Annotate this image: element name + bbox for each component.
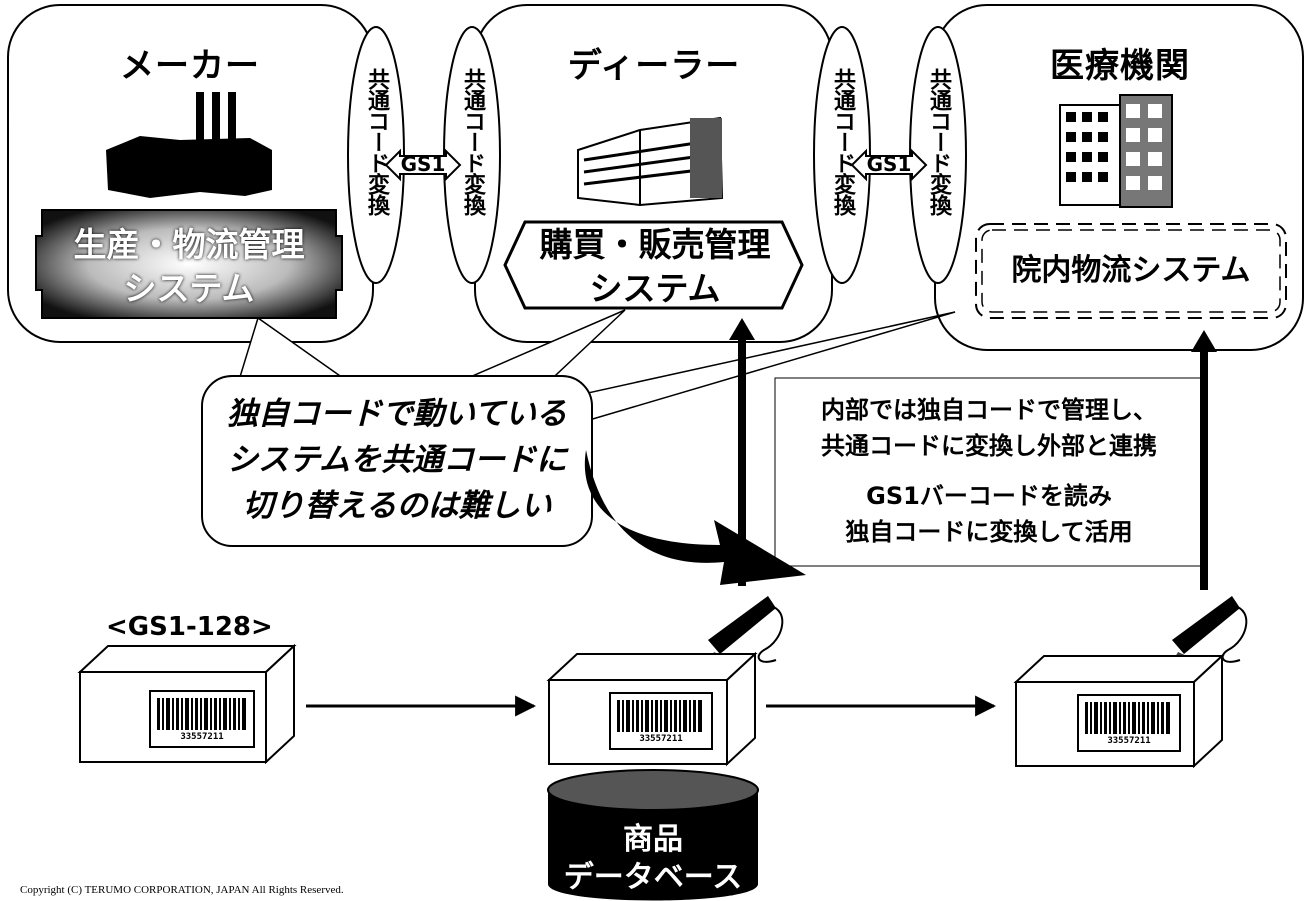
hospital-title: 医療機関 [1050,46,1190,86]
note-line2: 共通コードに変換し外部と連携 [821,432,1157,460]
up-arrow-hospital [1191,330,1217,590]
curved-arrow [584,450,806,585]
hospital-system-label: 院内物流システム [1011,253,1251,288]
note-box [774,377,1204,567]
copyright-text: Copyright (C) TERUMO CORPORATION, JAPAN … [20,884,344,896]
converter-label-2: 共通コード変換 [460,68,485,215]
database-cylinder [547,769,759,901]
hospital-system-box [975,223,1287,319]
hospital-building-icon [1059,94,1173,208]
callout-line3: 切り替えるのは難しい [242,488,552,524]
gs1-label-2: GS1 [866,152,912,176]
callout-line1: 独自コードで動いている [226,396,568,432]
dealer-system-box [503,220,804,310]
barcode-number-1: 33557211 [180,732,224,742]
database-line2: データベース [563,860,743,895]
barcode-type-label: <GS1-128> [106,612,273,642]
maker-system-line1: 生産・物流管理 [73,225,305,264]
database-line1: 商品 [623,822,683,857]
converter-label-3: 共通コード変換 [830,68,855,215]
maker-title: メーカー [120,46,260,86]
note-line4: 独自コードに変換して活用 [845,518,1133,546]
maker-system-line2: システム [123,269,255,308]
dealer-system-line2: システム [589,269,721,308]
factory-icon [106,92,272,198]
office-building-icon [577,116,724,207]
up-arrow-dealer [729,318,755,586]
note-line1: 内部では独自コードで管理し、 [821,396,1157,424]
dealer-title: ディーラー [567,46,741,86]
barcode-1 [149,690,255,748]
barcode-2 [609,692,713,750]
maker-system-box [35,209,343,319]
converter-label-4: 共通コード変換 [926,68,951,215]
gs1-double-arrow-2 [850,148,928,182]
callout-bubble [201,375,593,547]
note-line3: GS1バーコードを読み [866,482,1112,510]
gs1-double-arrow-1 [384,148,462,182]
converter-label-1: 共通コード変換 [364,68,389,215]
callout-line2: システムを共通コードに [226,442,568,478]
barcode-number-3: 33557211 [1107,736,1151,746]
dealer-system-line1: 購買・販売管理 [539,225,771,264]
barcode-3 [1077,694,1181,752]
gs1-label-1: GS1 [400,152,446,176]
barcode-number-2: 33557211 [639,734,683,744]
